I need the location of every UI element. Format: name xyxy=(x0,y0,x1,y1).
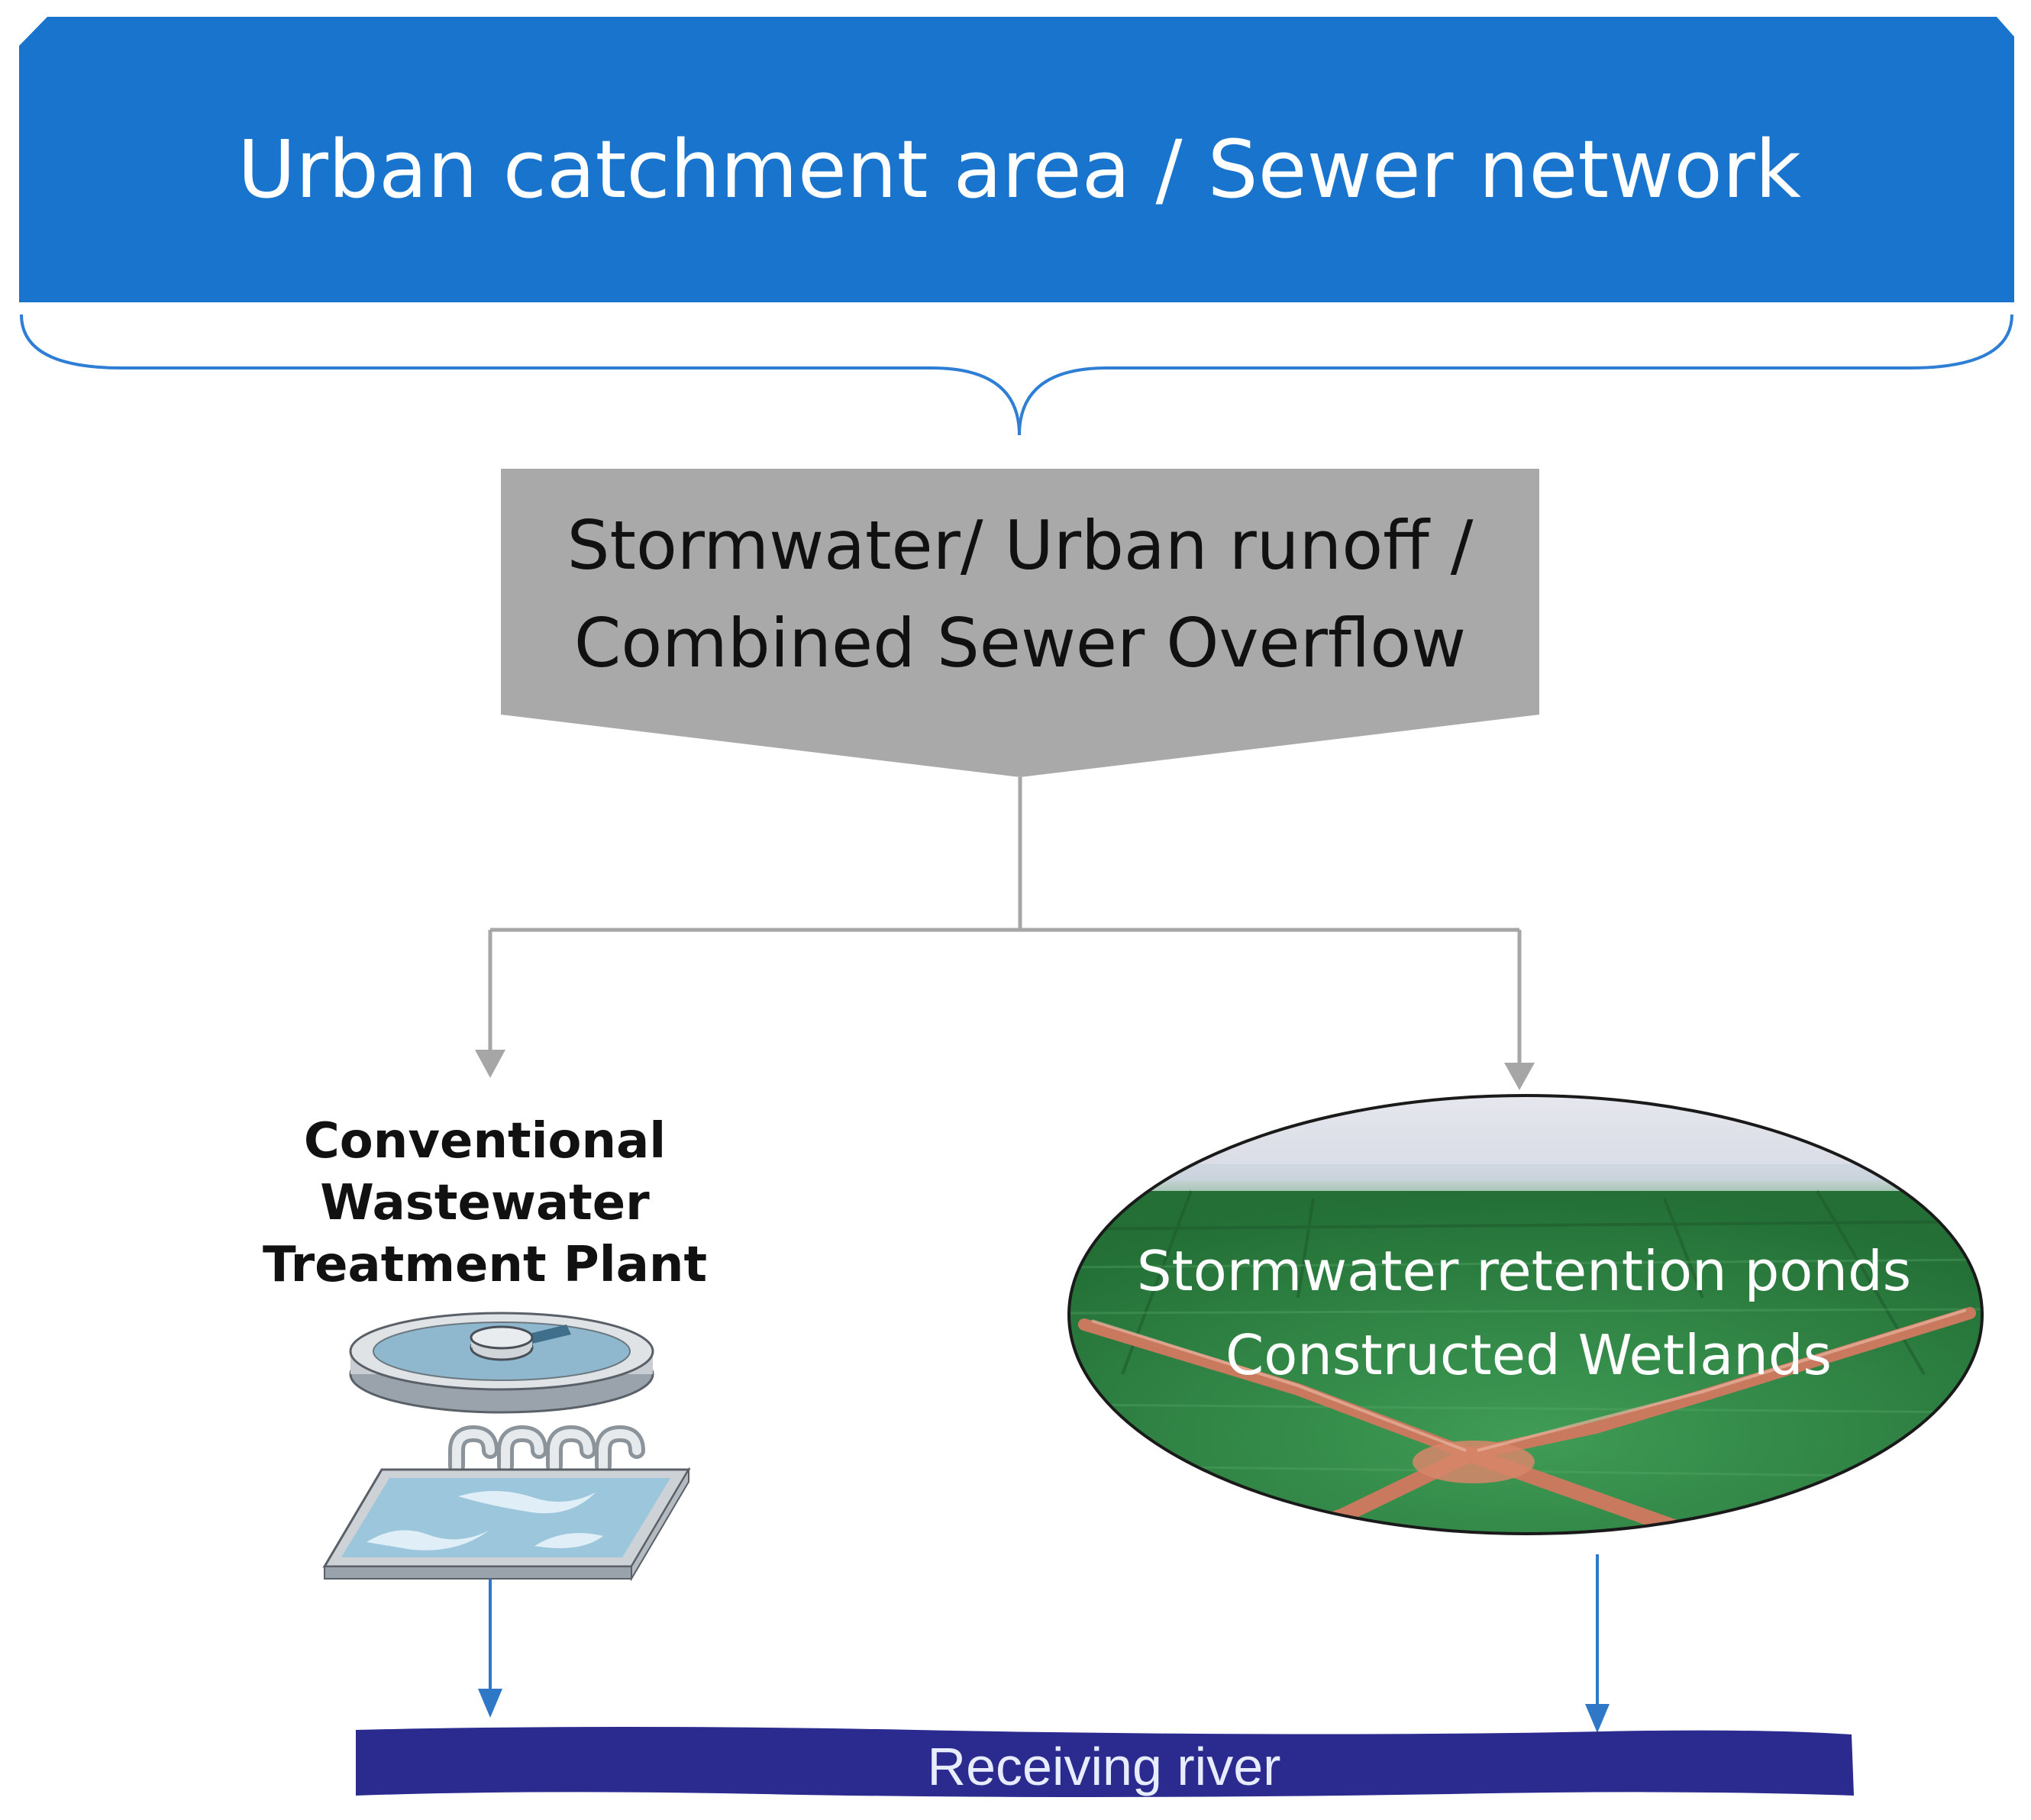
runoff-box xyxy=(501,469,1539,777)
catchment-brace xyxy=(20,314,2013,436)
wetlands-line2: Constructed Wetlands xyxy=(1225,1323,1832,1387)
river-band xyxy=(356,1727,1854,1797)
catchment-banner xyxy=(19,17,2014,302)
aerial-wetland-photo xyxy=(1067,1094,1984,1535)
river-label: Receiving river xyxy=(928,1737,1281,1796)
split-connector xyxy=(488,777,1522,1065)
treatment-plant-icon xyxy=(322,1312,691,1582)
runoff-line2: Combined Sewer Overflow xyxy=(574,604,1466,682)
arrowhead-to-wetlands xyxy=(1504,1063,1535,1090)
catchment-label: Urban catchment area / Sewer network xyxy=(237,123,1801,216)
wwtp-line1: Conventional xyxy=(304,1113,666,1170)
runoff-line1: Stormwater/ Urban runoff / xyxy=(567,506,1474,585)
wwtp-line3: Treatment Plant xyxy=(263,1237,707,1293)
wetlands-line1: Stormwater retention ponds xyxy=(1137,1239,1911,1303)
arrowhead-to-wwtp xyxy=(475,1050,505,1078)
outflow-arrows xyxy=(478,1554,1610,1733)
wwtp-line2: Wastewater xyxy=(320,1175,650,1231)
